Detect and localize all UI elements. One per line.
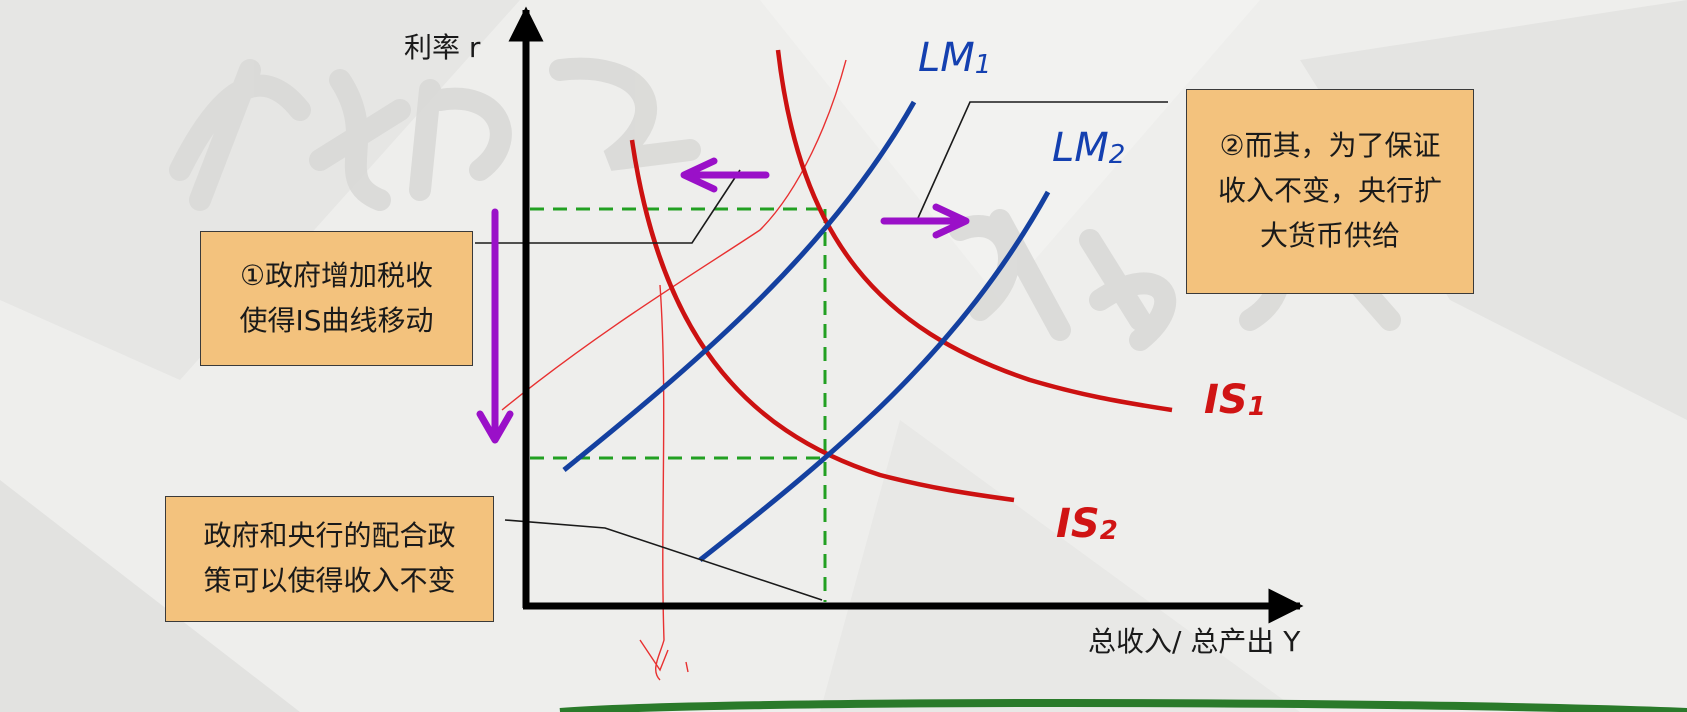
leader-lines bbox=[475, 101, 1168, 601]
arrow-left bbox=[680, 157, 770, 193]
y-axis-label: 利率 r bbox=[404, 31, 481, 64]
money-note-line-3: 大货币供给 bbox=[1259, 218, 1400, 252]
lm1-label: LM1 bbox=[918, 35, 992, 81]
is1-curve bbox=[775, 49, 1173, 413]
tax-increase-note: ①政府增加税收 使得IS曲线移动 bbox=[200, 231, 473, 366]
tax-note-line-2: 使得IS曲线移动 bbox=[239, 303, 434, 337]
policy-note-line-2: 策可以使得收入不变 bbox=[203, 564, 456, 597]
is2-label: IS2 bbox=[1056, 501, 1118, 547]
arrow-right bbox=[880, 203, 970, 239]
lm2-curve bbox=[698, 190, 1051, 562]
lm1-curve bbox=[562, 100, 917, 472]
policy-mix-note: 政府和央行的配合政 策可以使得收入不变 bbox=[165, 496, 494, 622]
arrow-down bbox=[476, 208, 514, 444]
x-axis-label: 总收入/ 总产出 Y bbox=[1088, 625, 1301, 658]
tax-note-line-1: ①政府增加税收 bbox=[239, 258, 434, 292]
handwritten-annotations bbox=[501, 59, 847, 681]
shift-arrows bbox=[476, 157, 970, 444]
money-note-line-2: 收入不变，央行扩 bbox=[1217, 174, 1442, 208]
lm2-label: LM2 bbox=[1052, 125, 1126, 171]
policy-note-line-1: 政府和央行的配合政 bbox=[203, 519, 456, 553]
is1-label: IS1 bbox=[1204, 377, 1266, 423]
is2-curve bbox=[629, 139, 1015, 503]
equilibrium-guides bbox=[530, 207, 827, 602]
money-supply-note: ②而其，为了保证 收入不变，央行扩 大货币供给 bbox=[1186, 89, 1474, 294]
money-note-line-1: ②而其，为了保证 bbox=[1219, 129, 1441, 163]
